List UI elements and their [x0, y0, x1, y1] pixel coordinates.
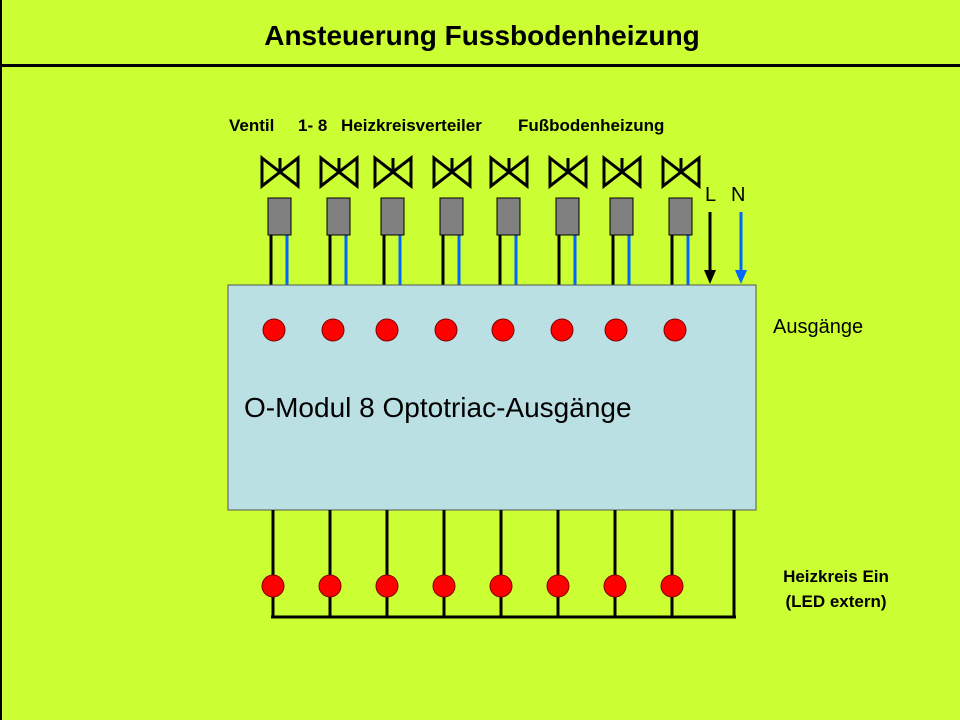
valve-terminal	[609, 197, 634, 236]
heating-led	[546, 574, 570, 598]
valve-terminal	[326, 197, 351, 236]
valve-header-floorheating: Fußbodenheizung	[518, 116, 665, 135]
heating-led	[375, 574, 399, 598]
valve-icon	[373, 154, 413, 190]
output-led	[604, 318, 628, 342]
left-border	[0, 64, 2, 720]
output-led	[491, 318, 515, 342]
valve-terminal	[496, 197, 521, 236]
l-label: L	[705, 184, 717, 206]
module-label: O-Modul 8 Optotriac-Ausgänge	[244, 392, 632, 423]
valve-header-range: 1- 8	[298, 116, 328, 135]
l-arrow-head	[704, 270, 716, 284]
valve-terminal	[668, 197, 693, 236]
heating-led	[489, 574, 513, 598]
heating-led	[432, 574, 456, 598]
valve-icon	[489, 154, 529, 190]
outputs-label: Ausgänge	[773, 316, 864, 338]
valve-terminal	[380, 197, 405, 236]
valve-icon	[260, 154, 300, 190]
output-led	[663, 318, 687, 342]
valve-icon	[319, 154, 359, 190]
valve-terminal	[555, 197, 580, 236]
n-label: N	[731, 184, 746, 206]
valve-header-ventil: Ventil	[229, 116, 275, 135]
heating-led	[261, 574, 285, 598]
led-label-line1: Heizkreis Ein	[783, 567, 889, 586]
n-arrow-head	[735, 270, 747, 284]
valve-terminal	[267, 197, 292, 236]
led-label-line2: (LED extern)	[785, 592, 887, 611]
valve-icon	[432, 154, 472, 190]
output-led	[375, 318, 399, 342]
output-led	[262, 318, 286, 342]
valve-terminal	[439, 197, 464, 236]
output-led	[321, 318, 345, 342]
header-bar: Ansteuerung Fussbodenheizung	[0, 0, 960, 67]
output-led	[434, 318, 458, 342]
valve-icon	[548, 154, 588, 190]
heating-led	[318, 574, 342, 598]
heating-led	[603, 574, 627, 598]
page-title: Ansteuerung Fussbodenheizung	[264, 20, 700, 51]
valve-icon	[661, 154, 701, 190]
valve-icon	[602, 154, 642, 190]
valve-header-distributor: Heizkreisverteiler	[341, 116, 482, 135]
led-label: Heizkreis Ein (LED extern)	[762, 564, 910, 614]
heating-led	[660, 574, 684, 598]
output-led	[550, 318, 574, 342]
